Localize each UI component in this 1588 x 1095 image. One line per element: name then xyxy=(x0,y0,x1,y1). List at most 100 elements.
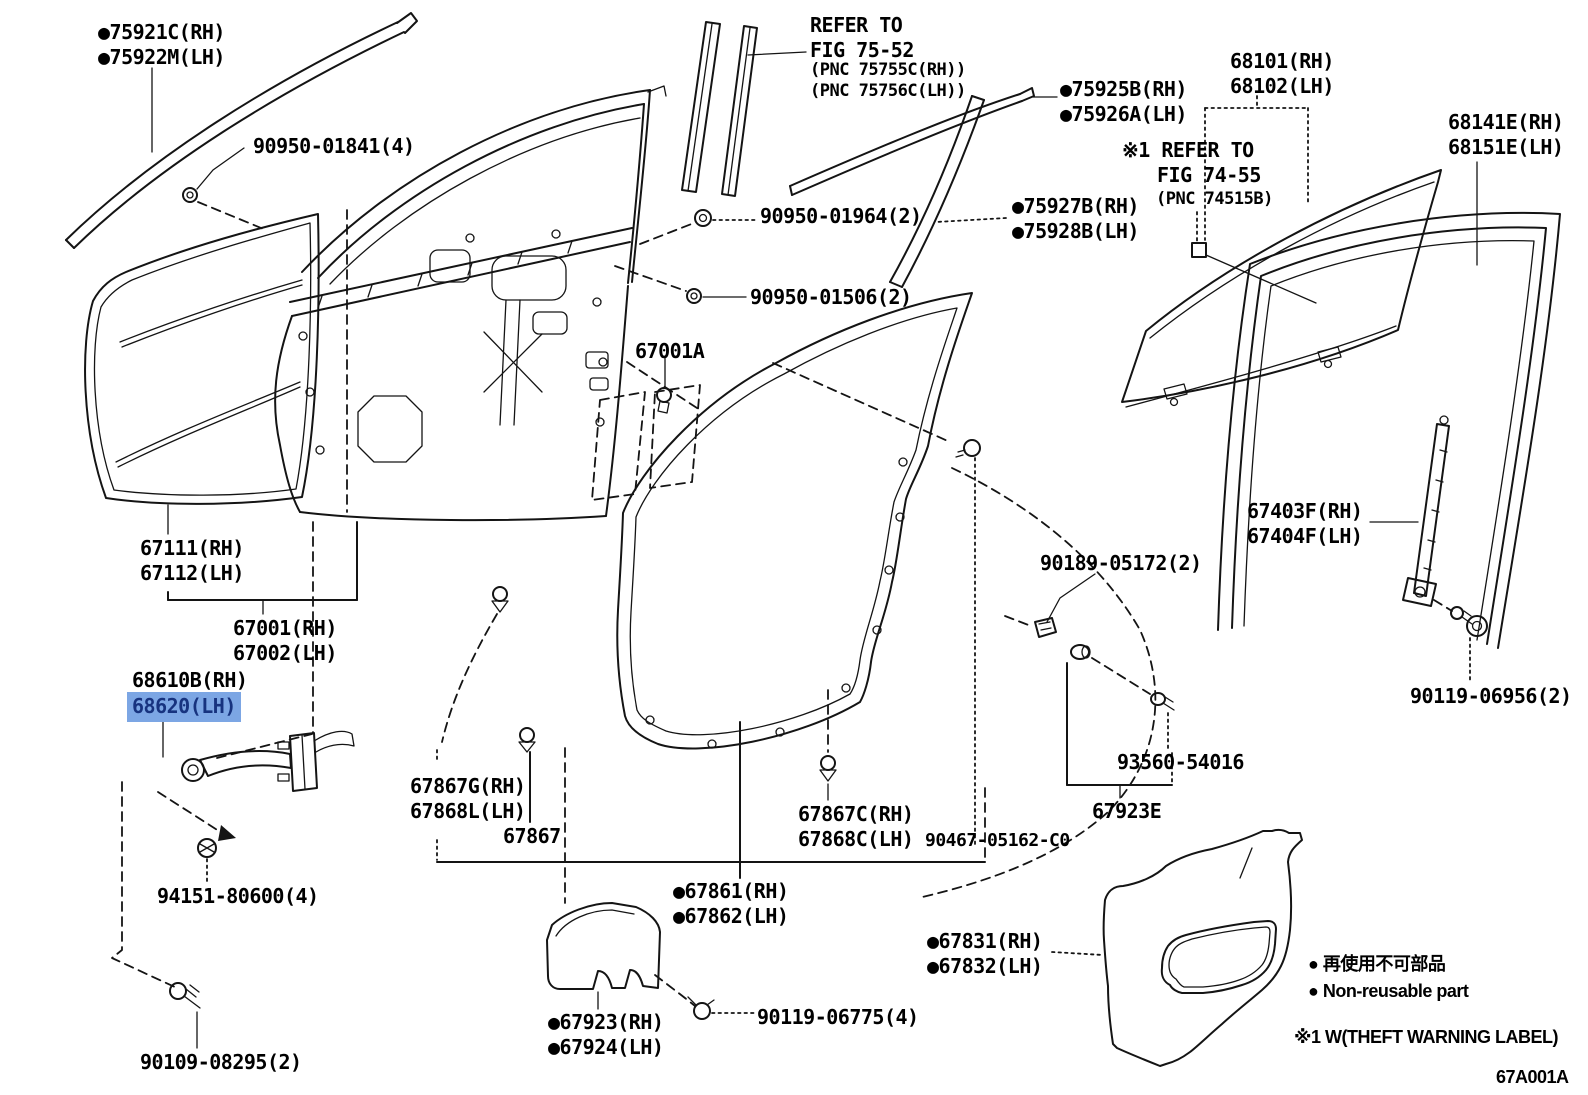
refer-fig-75-52-text: FIG 75-52 xyxy=(810,38,914,62)
part-90950-01964[interactable]: 90950-01964(2) xyxy=(760,204,922,229)
refer-fig-75-52-pnc: (PNC 75755C(RH))(PNC 75756C(LH)) xyxy=(810,60,966,102)
sash-garnish-strips-drawing xyxy=(681,21,807,197)
refer-fig-74-55-pnc-text: (PNC 74515B) xyxy=(1156,189,1273,209)
door-glass-drawing xyxy=(1121,169,1442,408)
part-75921c-75922m-text: ●75922M(LH) xyxy=(98,45,225,69)
part-67831-67832[interactable]: ●67831(RH)●67832(LH) xyxy=(927,929,1043,979)
part-67831-67832-text: ●67831(RH) xyxy=(927,929,1043,953)
part-90467-05162[interactable]: 90467-05162-C0 xyxy=(925,830,1070,852)
part-67923-67924-text: ●67924(LH) xyxy=(548,1035,664,1059)
part-68610b-text: 68610B(RH) xyxy=(132,668,248,692)
part-75921c-75922m-text: ●75921C(RH) xyxy=(98,20,225,44)
part-68101-68102[interactable]: 68101(RH)68102(LH) xyxy=(1230,49,1334,99)
part-67001-67002-text: 67002(LH) xyxy=(233,641,337,665)
grommet-90950-01841-drawing xyxy=(182,147,267,231)
part-67923-67924[interactable]: ●67923(RH)●67924(LH) xyxy=(548,1010,664,1060)
part-90950-01964-text: 90950-01964(2) xyxy=(760,204,922,228)
screw-90467-drawing xyxy=(955,439,981,846)
part-67403f-67404f[interactable]: 67403F(RH)67404F(LH) xyxy=(1247,499,1363,549)
division-bar-drawing xyxy=(1369,415,1488,683)
part-75927b-75928b-text: ●75928B(LH) xyxy=(1012,219,1139,243)
door-outer-panel-drawing xyxy=(84,213,320,535)
pillar-garnish-drawing xyxy=(889,95,1007,288)
part-67923-67924-text: ●67923(RH) xyxy=(548,1010,664,1034)
part-90950-01506[interactable]: 90950-01506(2) xyxy=(750,285,912,310)
part-67867[interactable]: 67867 xyxy=(503,824,561,849)
part-68101-68102-text: 68102(LH) xyxy=(1230,74,1334,98)
part-67867g-67868l-text: 67868L(LH) xyxy=(410,799,526,823)
note-theft-warning: ※1 W(THEFT WARNING LABEL) xyxy=(1294,1024,1558,1051)
part-90950-01841-text: 90950-01841(4) xyxy=(253,134,415,158)
belt-molding-outer-drawing xyxy=(789,87,1058,196)
part-75927b-75928b-text: ●75927B(RH) xyxy=(1012,194,1139,218)
retainer-bracket-drawing xyxy=(262,586,986,904)
part-67831-67832-text: ●67832(LH) xyxy=(927,954,1043,978)
part-67867-text: 67867 xyxy=(503,824,561,848)
part-67867c-67868c-text: 67868C(LH) xyxy=(798,827,914,851)
part-67867c-67868c[interactable]: 67867C(RH)67868C(LH) xyxy=(798,802,914,852)
part-75925b-75926a[interactable]: ●75925B(RH)●75926A(LH) xyxy=(1060,77,1187,127)
part-67403f-67404f-text: 67403F(RH) xyxy=(1247,499,1363,523)
screw-90109-drawing xyxy=(169,982,201,1049)
legend-non-reusable-jp: ● 再使用不可部品 xyxy=(1308,951,1446,978)
part-90467-05162-text: 90467-05162-C0 xyxy=(925,830,1070,851)
part-68141e-68151e[interactable]: 68141E(RH)68151E(LH) xyxy=(1448,110,1564,160)
part-68620-highlighted-text: 68620(LH) xyxy=(127,692,241,722)
refer-fig-75-52-text: REFER TO xyxy=(810,13,903,37)
part-68141e-68151e-text: 68151E(LH) xyxy=(1448,135,1564,159)
part-94151-80600[interactable]: 94151-80600(4) xyxy=(157,884,319,909)
part-68101-68102-text: 68101(RH) xyxy=(1230,49,1334,73)
door-weatherstrip-drawing xyxy=(591,292,973,750)
refer-fig-75-52-pnc-text: (PNC 75755C(RH)) xyxy=(810,60,966,80)
part-67111-67112-text: 67111(RH) xyxy=(140,536,244,560)
refer-fig-75-52-pnc-text: (PNC 75756C(LH)) xyxy=(810,81,966,101)
legend-non-reusable-jp-text: ● 再使用不可部品 xyxy=(1308,954,1446,974)
part-75927b-75928b[interactable]: ●75927B(RH)●75928B(LH) xyxy=(1012,194,1139,244)
part-67111-67112[interactable]: 67111(RH)67112(LH) xyxy=(140,536,244,586)
part-68141e-68151e-text: 68141E(RH) xyxy=(1448,110,1564,134)
service-hole-cover-drawing xyxy=(1051,828,1303,1067)
figure-code: 67A001A xyxy=(1496,1064,1569,1091)
part-67861-67862[interactable]: ●67861(RH)●67862(LH) xyxy=(673,879,789,929)
part-67923e-text: 67923E xyxy=(1092,799,1162,823)
legend-non-reusable-en: ● Non-reusable part xyxy=(1308,978,1469,1005)
part-75921c-75922m[interactable]: ●75921C(RH)●75922M(LH) xyxy=(98,20,225,70)
part-90119-06775[interactable]: 90119-06775(4) xyxy=(757,1005,919,1030)
figure-code-text: 67A001A xyxy=(1496,1067,1569,1087)
glass-run-frame-drawing xyxy=(1217,161,1561,649)
part-67867g-67868l-text: 67867G(RH) xyxy=(410,774,526,798)
glass-label-leaders xyxy=(1191,95,1317,304)
part-94151-80600-text: 94151-80600(4) xyxy=(157,884,319,908)
ghost-door-outline-dashes xyxy=(626,361,1157,899)
part-93560-54016-text: 93560-54016 xyxy=(1117,750,1244,774)
part-75925b-75926a-text: ●75925B(RH) xyxy=(1060,77,1187,101)
door-inner-panel-drawing xyxy=(274,85,667,522)
refer-fig-74-55-line1-text: ※1 REFER TO xyxy=(1122,138,1254,162)
part-75925b-75926a-text: ●75926A(LH) xyxy=(1060,102,1187,126)
part-67867g-67868l[interactable]: 67867G(RH)67868L(LH) xyxy=(410,774,526,824)
belt-molding-left-drawing xyxy=(65,12,418,249)
part-67861-67862-text: ●67861(RH) xyxy=(673,879,789,903)
part-90950-01841[interactable]: 90950-01841(4) xyxy=(253,134,415,159)
note-theft-warning-text: ※1 W(THEFT WARNING LABEL) xyxy=(1294,1027,1558,1047)
part-90119-06956-text: 90119-06956(2) xyxy=(1410,684,1572,708)
part-68620-highlighted[interactable]: 68620(LH) xyxy=(127,692,241,722)
refer-fig-74-55-pnc: (PNC 74515B) xyxy=(1156,189,1273,210)
part-90950-01506-text: 90950-01506(2) xyxy=(750,285,912,309)
part-67923e[interactable]: 67923E xyxy=(1092,799,1162,824)
part-90109-08295[interactable]: 90109-08295(2) xyxy=(140,1050,302,1075)
part-90119-06956[interactable]: 90119-06956(2) xyxy=(1410,684,1572,709)
part-90109-08295-text: 90109-08295(2) xyxy=(140,1050,302,1074)
part-67867c-67868c-text: 67867C(RH) xyxy=(798,802,914,826)
part-67001-67002[interactable]: 67001(RH)67002(LH) xyxy=(233,616,337,666)
part-90189-05172[interactable]: 90189-05172(2) xyxy=(1040,551,1202,576)
part-67861-67862-text: ●67862(LH) xyxy=(673,904,789,928)
grommets-and-bolt-drawing xyxy=(614,209,757,414)
part-67001a[interactable]: 67001A xyxy=(635,339,705,364)
part-90189-05172-text: 90189-05172(2) xyxy=(1040,551,1202,575)
part-93560-54016[interactable]: 93560-54016 xyxy=(1117,750,1244,775)
part-68610b[interactable]: 68610B(RH) xyxy=(132,668,248,693)
